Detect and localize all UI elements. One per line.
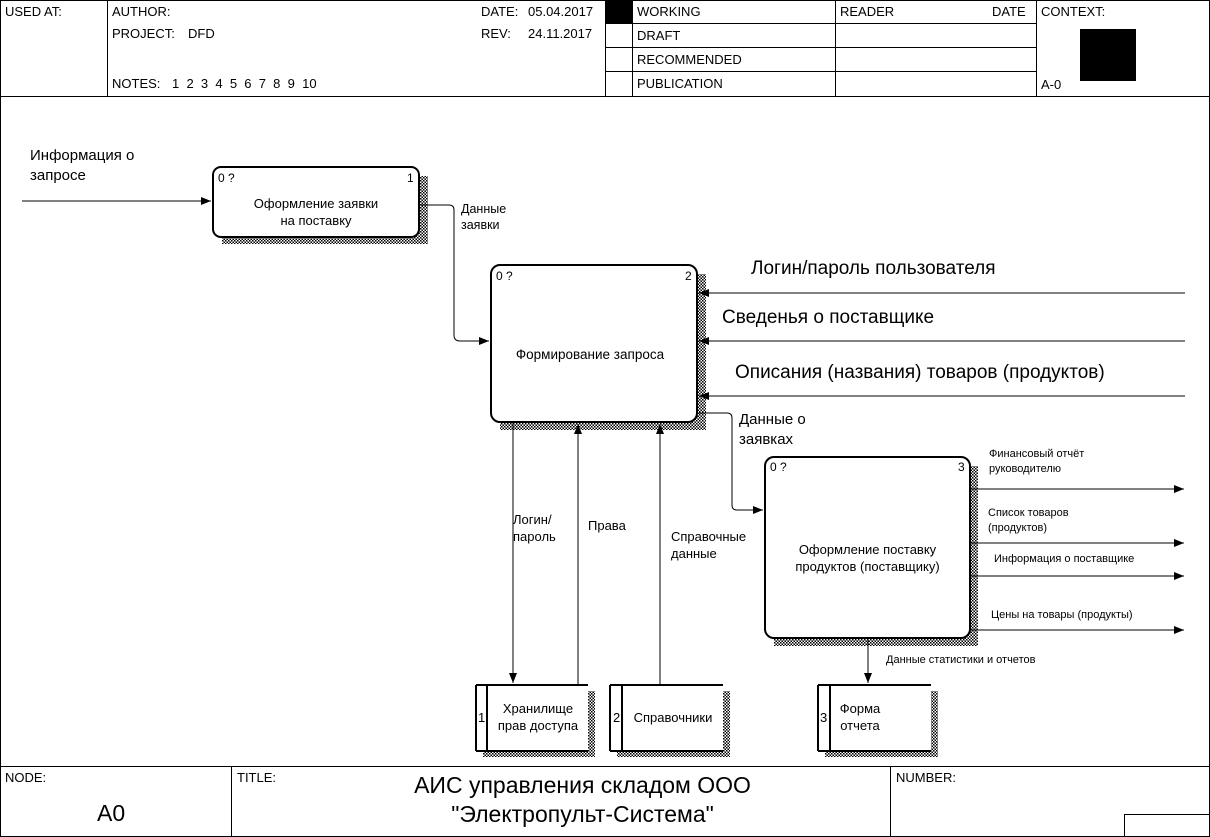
date-value: 05.04.2017 <box>528 4 594 19</box>
number-label: NUMBER: <box>896 770 956 785</box>
status-working: WORKING <box>637 4 701 19</box>
context-label: CONTEXT: <box>1041 4 1106 19</box>
status-recommended: RECOMMENDED <box>637 52 742 67</box>
store-1-number: 1 <box>478 710 486 725</box>
notes-values: 1 2 3 4 5 6 7 8 9 10 <box>172 76 317 91</box>
reader-date-label: DATE <box>992 4 1026 19</box>
label-supplier-info: Сведенья о поставщике <box>722 307 935 328</box>
status-publication: PUBLICATION <box>637 76 723 91</box>
process-2-label: Формирование запроса <box>515 347 665 362</box>
process-2-number: 2 <box>685 269 692 283</box>
title-line-2: "Электропульт-Система" <box>451 801 714 827</box>
store-1-label: Хранилище прав доступа <box>497 701 579 733</box>
diagram-title: АИС управления складом ООО "Электропульт… <box>360 771 805 829</box>
store-2-label: Справочники <box>633 710 713 725</box>
flow-orders-data <box>697 412 763 514</box>
store-3-label: Форма отчета <box>839 701 881 733</box>
node-value: A0 <box>97 800 126 826</box>
status-draft: DRAFT <box>637 28 681 43</box>
data-store-3[interactable] <box>817 684 938 757</box>
store-2-number: 2 <box>613 710 621 725</box>
label-fin-report: Финансовый отчёт руководителю <box>989 448 1085 475</box>
label-login-user: Логин/пароль пользователя <box>751 258 996 279</box>
label-goods-list: Список товаров (продуктов) <box>988 507 1069 534</box>
project-value: DFD <box>188 26 215 41</box>
label-supplier-out: Информация о поставщике <box>994 553 1135 565</box>
project-label: PROJECT: <box>112 26 175 41</box>
data-store-2[interactable] <box>609 684 730 757</box>
flow-order-data <box>419 204 489 345</box>
working-status-marker <box>606 0 632 23</box>
label-prices: Цены на товары (продукты) <box>991 609 1133 621</box>
rev-label: REV: <box>481 26 511 41</box>
label-reference-data: Справочные данные <box>671 529 747 561</box>
process-3-cost: 0 ? <box>770 460 787 474</box>
process-box-1[interactable] <box>212 166 428 244</box>
reader-label: READER <box>840 4 895 19</box>
notes-label: NOTES: <box>112 76 161 91</box>
header-bottom-line <box>0 96 1210 97</box>
label-orders-data: Данные о заявках <box>739 411 806 448</box>
context-node: A-0 <box>1041 77 1062 92</box>
rev-value: 24.11.2017 <box>528 26 593 41</box>
node-label: NODE: <box>5 770 47 785</box>
label-stats-data: Данные статистики и отчетов <box>886 654 1036 666</box>
process-2-cost: 0 ? <box>496 269 513 283</box>
label-order-data: Данные заявки <box>461 202 507 232</box>
title-label: TITLE: <box>237 770 277 785</box>
data-store-1[interactable] <box>475 684 595 757</box>
process-3-label: Оформление поставку продуктов (поставщик… <box>795 542 940 574</box>
label-login-password: Логин/ пароль <box>513 512 556 544</box>
process-1-label: Оформление заявки на поставку <box>253 196 379 228</box>
date-label: DATE: <box>481 4 519 19</box>
context-thumbnail <box>1080 29 1136 81</box>
used-at-label: USED AT: <box>5 4 62 19</box>
author-label: AUTHOR: <box>112 4 171 19</box>
process-box-3[interactable] <box>764 456 978 646</box>
label-rights: Права <box>588 518 626 533</box>
label-info-request: Информация о запросе <box>30 147 135 184</box>
store-3-number: 3 <box>820 710 828 725</box>
title-line-1: АИС управления складом ООО <box>414 772 751 798</box>
process-1-number: 1 <box>407 171 414 185</box>
label-goods-desc: Описания (названия) товаров (продуктов) <box>735 362 1105 383</box>
process-3-number: 3 <box>958 460 965 474</box>
process-1-cost: 0 ? <box>218 171 235 185</box>
process-box-2[interactable] <box>490 264 706 430</box>
